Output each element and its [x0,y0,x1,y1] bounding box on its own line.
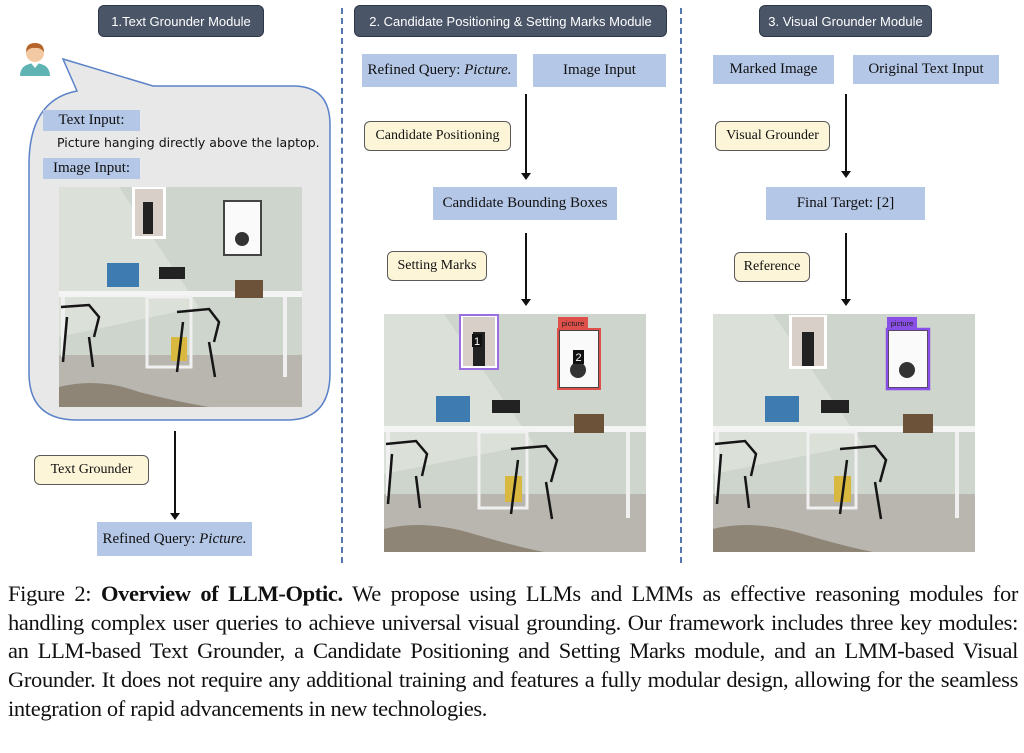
mark-2-badge [573,350,584,364]
result-tag [887,317,917,329]
caption-title: Overview of LLM-Optic. [100,581,343,606]
refined-query-input-value: Picture. [464,62,512,78]
candidate-bounding-boxes: Candidate Bounding Boxes [433,187,617,220]
final-target: Final Target: [2] [766,187,925,220]
marked-room-image: 1 picture 2 [384,314,646,552]
image-input-label: Image Input: [52,160,131,176]
final-target-label: Final Target: [2] [796,195,895,211]
module-2-header: 2. Candidate Positioning & Setting Marks… [354,5,667,37]
mark-box-1 [459,314,499,370]
result-tag-label: picture [891,319,914,328]
candidate-positioning-step: Candidate Positioning [364,121,511,151]
mark-1-label: 1 [474,336,480,348]
module-3-header: 3. Visual Grounder Module [759,5,932,37]
mark-1-badge [472,334,482,347]
setting-marks-step: Setting Marks [387,251,487,281]
room-illustration [59,187,302,407]
visual-grounder-step: Visual Grounder [715,121,830,151]
candidate-positioning-label: Candidate Positioning [375,128,500,143]
module-divider-1 [341,8,343,563]
original-text-input: Original Text Input [853,55,999,84]
room-illustration-result: picture [713,314,975,552]
figure-label: Figure 2: [8,581,92,606]
candidate-bounding-boxes-label: Candidate Bounding Boxes [442,195,608,211]
arrow-module-2b [521,233,531,306]
arrow-module-2a [521,94,531,180]
user-avatar-icon [20,43,50,76]
text-input-label-box: Text Input: [43,110,140,131]
setting-marks-label: Setting Marks [397,258,477,273]
module-3-title: 3. Visual Grounder Module [768,13,923,29]
text-grounder-label: Text Grounder [50,462,133,477]
refined-query-input: Refined Query: Picture. [362,54,517,87]
refined-query-output: Refined Query: Picture. [97,522,252,556]
image-input-box: Image Input [533,54,666,87]
arrow-module-1 [170,431,180,520]
text-input-value: Picture hanging directly above the lapto… [57,135,320,150]
refined-query-prefix: Refined Query: [102,530,200,547]
mark-2-tag [558,317,588,329]
input-room-image [59,187,302,407]
figure-caption: Figure 2: Overview of LLM-Optic. We prop… [8,580,1018,724]
module-2-title: 2. Candidate Positioning & Setting Marks… [369,13,652,29]
module-1-title: 1.Text Grounder Module [111,13,251,29]
refined-query-input-prefix: Refined Query: [367,62,465,78]
result-room-image: picture [713,314,975,552]
original-text-input-label: Original Text Input [868,61,984,77]
text-grounder-step: Text Grounder [34,455,149,485]
mark-2-label: 2 [575,352,581,364]
refined-query-value: Picture. [199,530,247,547]
caption-body: We propose using LLMs and LMMs as effect… [8,581,1018,721]
mark-2-tag-label: picture [562,319,585,328]
module-1-header: 1.Text Grounder Module [98,5,264,37]
marked-image-input: Marked Image [713,55,834,84]
module-divider-2 [680,8,682,563]
room-illustration-marked: 1 picture 2 [384,314,646,552]
reference-step: Reference [734,252,810,282]
image-input-label-box: Image Input: [43,158,140,179]
text-input-label: Text Input: [58,112,125,128]
arrow-module-3b [841,233,851,306]
arrow-module-3a [841,94,851,178]
marked-image-label: Marked Image [729,61,818,77]
image-input-label-2: Image Input [563,62,636,78]
reference-label: Reference [743,259,801,274]
visual-grounder-label: Visual Grounder [726,128,819,143]
